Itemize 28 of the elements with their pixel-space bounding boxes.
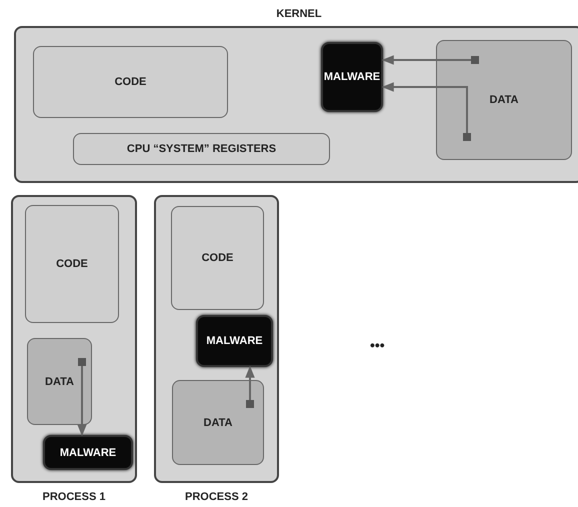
memory-box (33, 46, 228, 118)
box-label: CODE (114, 76, 146, 88)
arrow (382, 55, 479, 65)
malware-box (43, 435, 133, 470)
memory-box (25, 205, 119, 323)
malware-box (321, 42, 383, 112)
box-label: MALWARE (60, 446, 116, 458)
arrow (245, 366, 255, 408)
box-label: DATA (45, 376, 74, 388)
arrow (382, 82, 471, 141)
box-label: CPU “SYSTEM” REGISTERS (126, 143, 276, 155)
box-label: CODE (202, 252, 234, 264)
box-label: CODE (56, 258, 88, 270)
box-label: MALWARE (206, 335, 263, 347)
region-title: KERNEL (275, 8, 323, 20)
box-label: DATA (204, 416, 232, 428)
region-title: PROCESS 1 (42, 491, 106, 503)
data-box (27, 338, 92, 425)
arrow (77, 358, 87, 436)
box-label: DATA (490, 94, 518, 106)
malware-box (196, 315, 273, 367)
region-title: PROCESS 2 (184, 491, 249, 503)
memory-box (171, 206, 264, 310)
data-box (172, 380, 264, 465)
memory-box (73, 133, 330, 165)
ellipsis-text: ••• (370, 337, 385, 353)
box-label: MALWARE (324, 71, 380, 83)
data-box (436, 40, 572, 160)
